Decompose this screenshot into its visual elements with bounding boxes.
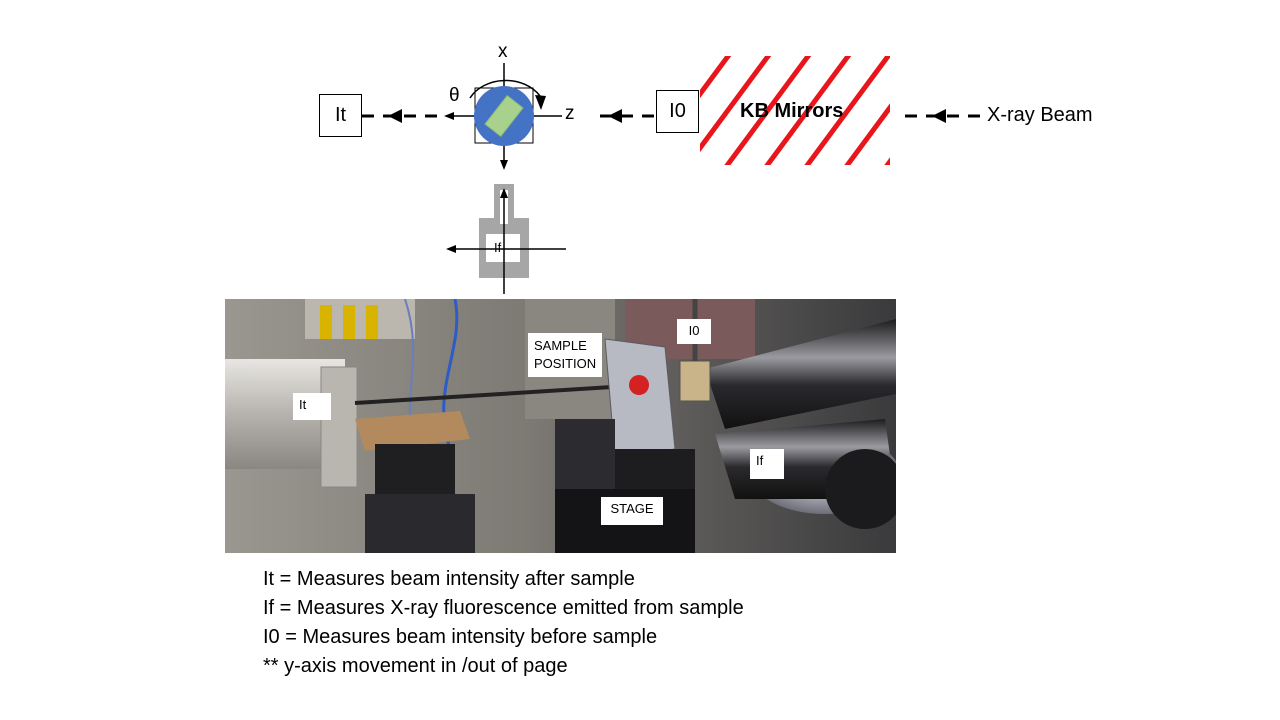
xray-beam-label: X-ray Beam	[987, 104, 1093, 126]
if-arrow-up	[500, 188, 508, 198]
axis-z-label: z	[565, 103, 575, 124]
legend-line-y-axis: ** y-axis movement in /out of page	[263, 655, 568, 677]
kb-mirrors-label: KB Mirrors	[740, 100, 844, 122]
photo-tag-if: If	[750, 449, 784, 479]
photo-tag-stage: STAGE	[601, 497, 663, 525]
it-detector-box: It	[319, 94, 362, 137]
if-detector-window	[486, 234, 520, 262]
i0-detector-box: I0	[656, 90, 699, 133]
legend-line-it: It = Measures beam intensity after sampl…	[263, 568, 635, 590]
if-detector-label: If	[494, 240, 502, 255]
beam-arrowheads	[388, 109, 946, 123]
axis-arrow-left	[444, 112, 454, 120]
sample-crystal	[484, 94, 524, 138]
legend: It = Measures beam intensity after sampl…	[263, 565, 744, 681]
axis-arrow-down	[500, 160, 508, 170]
legend-line-i0: I0 = Measures beam intensity before samp…	[263, 626, 658, 648]
photo-tag-i0: I0	[677, 319, 711, 344]
photo-tag-sample-position: SAMPLE POSITION	[528, 333, 603, 378]
kb-mirror-hatch	[700, 56, 890, 165]
it-label: It	[334, 104, 347, 126]
photo-tag-it: It	[293, 393, 331, 420]
axis-x-label: x	[498, 41, 508, 62]
theta-arrow-head	[535, 95, 546, 110]
if-arrow-left	[446, 245, 456, 253]
setup-photo: SAMPLE POSITION I0 It If STAGE	[225, 299, 896, 553]
theta-rotation-arc	[469, 79, 541, 99]
if-axes	[450, 190, 566, 294]
legend-line-if: If = Measures X-ray fluorescence emitted…	[263, 597, 744, 619]
theta-label: θ	[449, 85, 460, 106]
i0-label: I0	[669, 100, 686, 122]
beamline-schematic	[362, 56, 980, 294]
